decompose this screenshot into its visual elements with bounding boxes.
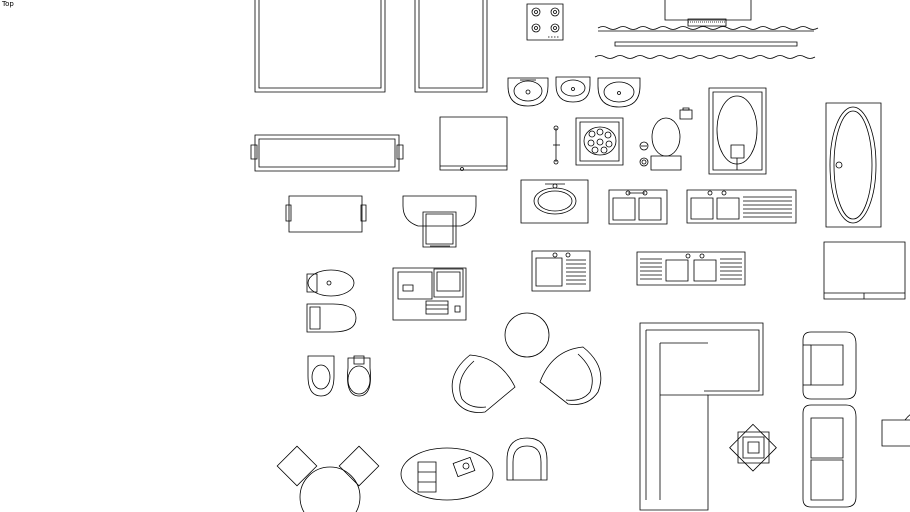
sofa-3-seat[interactable]	[251, 135, 403, 171]
armchair-front[interactable]	[286, 196, 366, 232]
bathtub-oval[interactable]	[709, 88, 766, 174]
bed-right[interactable]	[415, 0, 487, 92]
square-table-ornament[interactable]	[730, 424, 777, 471]
towel-bar[interactable]	[553, 126, 560, 164]
tv-cabinet[interactable]	[440, 117, 507, 171]
kitchen-sink-drainboard[interactable]	[532, 251, 590, 291]
toilet-top-view[interactable]	[651, 108, 692, 170]
lounge-chair-right[interactable]	[540, 347, 601, 405]
kitchen-wall-segment[interactable]	[595, 42, 815, 59]
desk-with-computer[interactable]	[393, 268, 466, 320]
view-label: Top	[2, 0, 14, 8]
round-table[interactable]	[505, 313, 549, 357]
kitchen-sink-double-drainboard[interactable]	[637, 252, 745, 285]
armchair-right-2[interactable]	[803, 405, 856, 507]
oval-coffee-table[interactable]	[401, 448, 493, 500]
toilet-paper-holder[interactable]	[640, 142, 648, 150]
double-sink-with-drainboard[interactable]	[687, 190, 796, 223]
bed-left[interactable]	[255, 0, 385, 92]
bathtub-rect[interactable]	[826, 103, 881, 227]
partial-chair[interactable]	[882, 414, 910, 446]
oval-sink-2[interactable]	[556, 77, 590, 102]
tub-chair[interactable]	[507, 438, 547, 480]
kitchen-counter-with-stove[interactable]	[598, 0, 818, 31]
dining-set[interactable]	[277, 446, 379, 512]
double-sink-1[interactable]	[609, 190, 667, 224]
corner-sofa[interactable]	[640, 323, 763, 510]
toilet-front[interactable]	[307, 304, 356, 332]
oval-sink-1[interactable]	[508, 78, 548, 106]
gas-cooktop[interactable]	[527, 4, 563, 40]
vanity-sink[interactable]	[521, 180, 588, 223]
oval-sink-3[interactable]	[598, 78, 640, 107]
washbasin-front[interactable]	[403, 196, 476, 247]
bidet[interactable]	[307, 270, 354, 296]
small-toilet-1[interactable]	[308, 356, 334, 396]
bed-rect-right[interactable]	[824, 242, 905, 299]
armchair-right-1[interactable]	[803, 332, 856, 399]
floor-drain[interactable]	[640, 158, 648, 166]
small-toilet-2[interactable]	[347, 356, 370, 396]
shower-tray[interactable]	[576, 118, 623, 165]
lounge-chair-left[interactable]	[452, 355, 515, 413]
